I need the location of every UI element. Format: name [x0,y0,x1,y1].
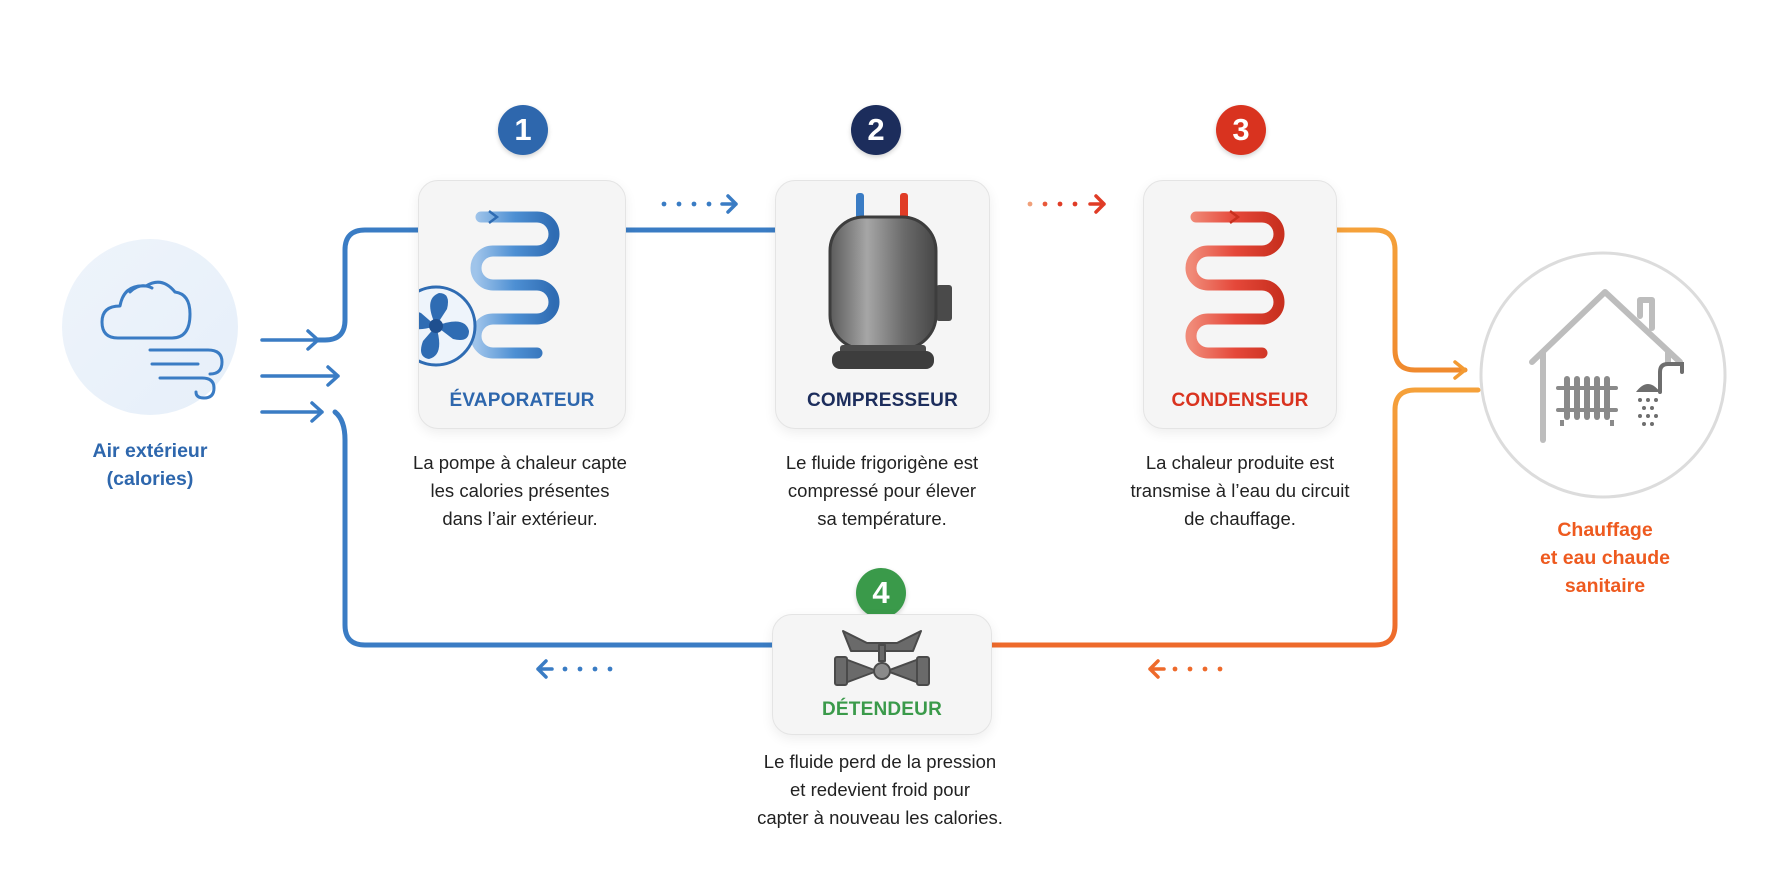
expansion-valve-card: DÉTENDEUR [772,614,992,735]
shower-icon [1636,362,1684,426]
house-radiator-shower-icon [1479,251,1727,499]
destination-label: Chauffage et eau chaude sanitaire [1539,519,1671,597]
house-inflow-arrow [1453,360,1467,380]
flow-arrow-2-3 [1027,194,1106,214]
step-1-badge: 1 [498,105,548,155]
compressor-description: Le fluide frigorigène est compressé pour… [785,452,979,529]
evaporator-description: La pompe à chaleur capte les calories pr… [413,452,627,529]
compressor-card: COMPRESSEUR [775,180,990,429]
radiator-icon [1556,376,1618,426]
air-inflow-arrows [260,329,340,423]
evaporator-card: ÉVAPORATEUR [418,180,626,429]
flow-arrow-1-2 [661,194,738,214]
air-source-icon [62,239,238,415]
evaporator-coil-and-fan-icon [419,210,560,367]
cold-pipe-left [315,227,778,648]
expansion-valve-description: Le fluide perd de la pression et redevie… [757,751,1003,828]
condenser-card: CONDENSEUR [1143,180,1337,429]
expansion-valve-icon [834,630,930,686]
expansion-valve-title: DÉTENDEUR [821,699,943,720]
evaporator-title: ÉVAPORATEUR [449,390,595,411]
flow-arrow-bottom-left [536,659,613,679]
step-4-badge: 4 [856,568,906,618]
air-source-label: Air extérieur (calories) [92,440,208,490]
condenser-coil-icon [1185,210,1285,359]
flow-arrow-bottom-right [1148,659,1223,679]
flow-arrows [260,194,1467,679]
step-3-badge: 3 [1216,105,1266,155]
compressor-icon [828,193,952,369]
compressor-title: COMPRESSEUR [806,390,959,411]
condenser-description: La chaleur produite est transmise à l’ea… [1130,452,1350,529]
condenser-title: CONDENSEUR [1171,390,1309,411]
fan-icon [419,285,477,367]
hot-pipe-right [985,227,1481,648]
step-2-badge: 2 [851,105,901,155]
